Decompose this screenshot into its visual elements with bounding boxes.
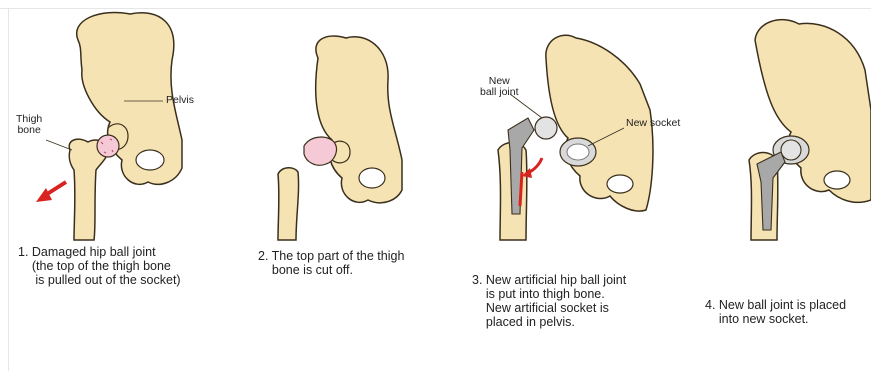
step-3-caption: 3. New artificial hip ball joint is put … <box>472 273 626 329</box>
step-2-caption: 2. The top part of the thigh bone is cut… <box>258 249 404 277</box>
obturator-foramen <box>607 175 633 193</box>
step-4-caption: 4. New ball joint is placed into new soc… <box>705 298 846 326</box>
insert-arrow <box>520 172 522 206</box>
panel-step-3: New ball joint New socket 3. New artific… <box>450 0 690 371</box>
new-ball-joint-seated <box>781 140 801 160</box>
femoral-head-cut <box>304 137 336 165</box>
new-socket-liner <box>567 144 589 160</box>
obturator-foramen <box>824 171 850 189</box>
femur-bone <box>278 168 299 240</box>
step-1-caption: 1. Damaged hip ball joint (the top of th… <box>18 245 181 287</box>
thigh-bone-label: Thigh bone <box>16 114 42 136</box>
thigh-bone-leader <box>46 140 72 150</box>
step-4-illustration <box>695 0 871 240</box>
new-ball-joint-implant <box>535 117 557 139</box>
new-socket-label: New socket <box>626 118 680 129</box>
obturator-foramen <box>359 168 385 188</box>
new-ball-joint-label: New ball joint <box>480 76 519 98</box>
pelvis-label: Pelvis <box>166 95 194 106</box>
panel-step-2: 2. The top part of the thigh bone is cut… <box>230 0 440 371</box>
panel-step-1: Pelvis Thigh bone 1. Damaged hip ball jo… <box>0 0 220 371</box>
step-2-illustration <box>230 0 440 240</box>
panel-step-4: 4. New ball joint is placed into new soc… <box>695 0 871 371</box>
femoral-head-damaged <box>97 135 119 157</box>
obturator-foramen <box>136 150 164 170</box>
